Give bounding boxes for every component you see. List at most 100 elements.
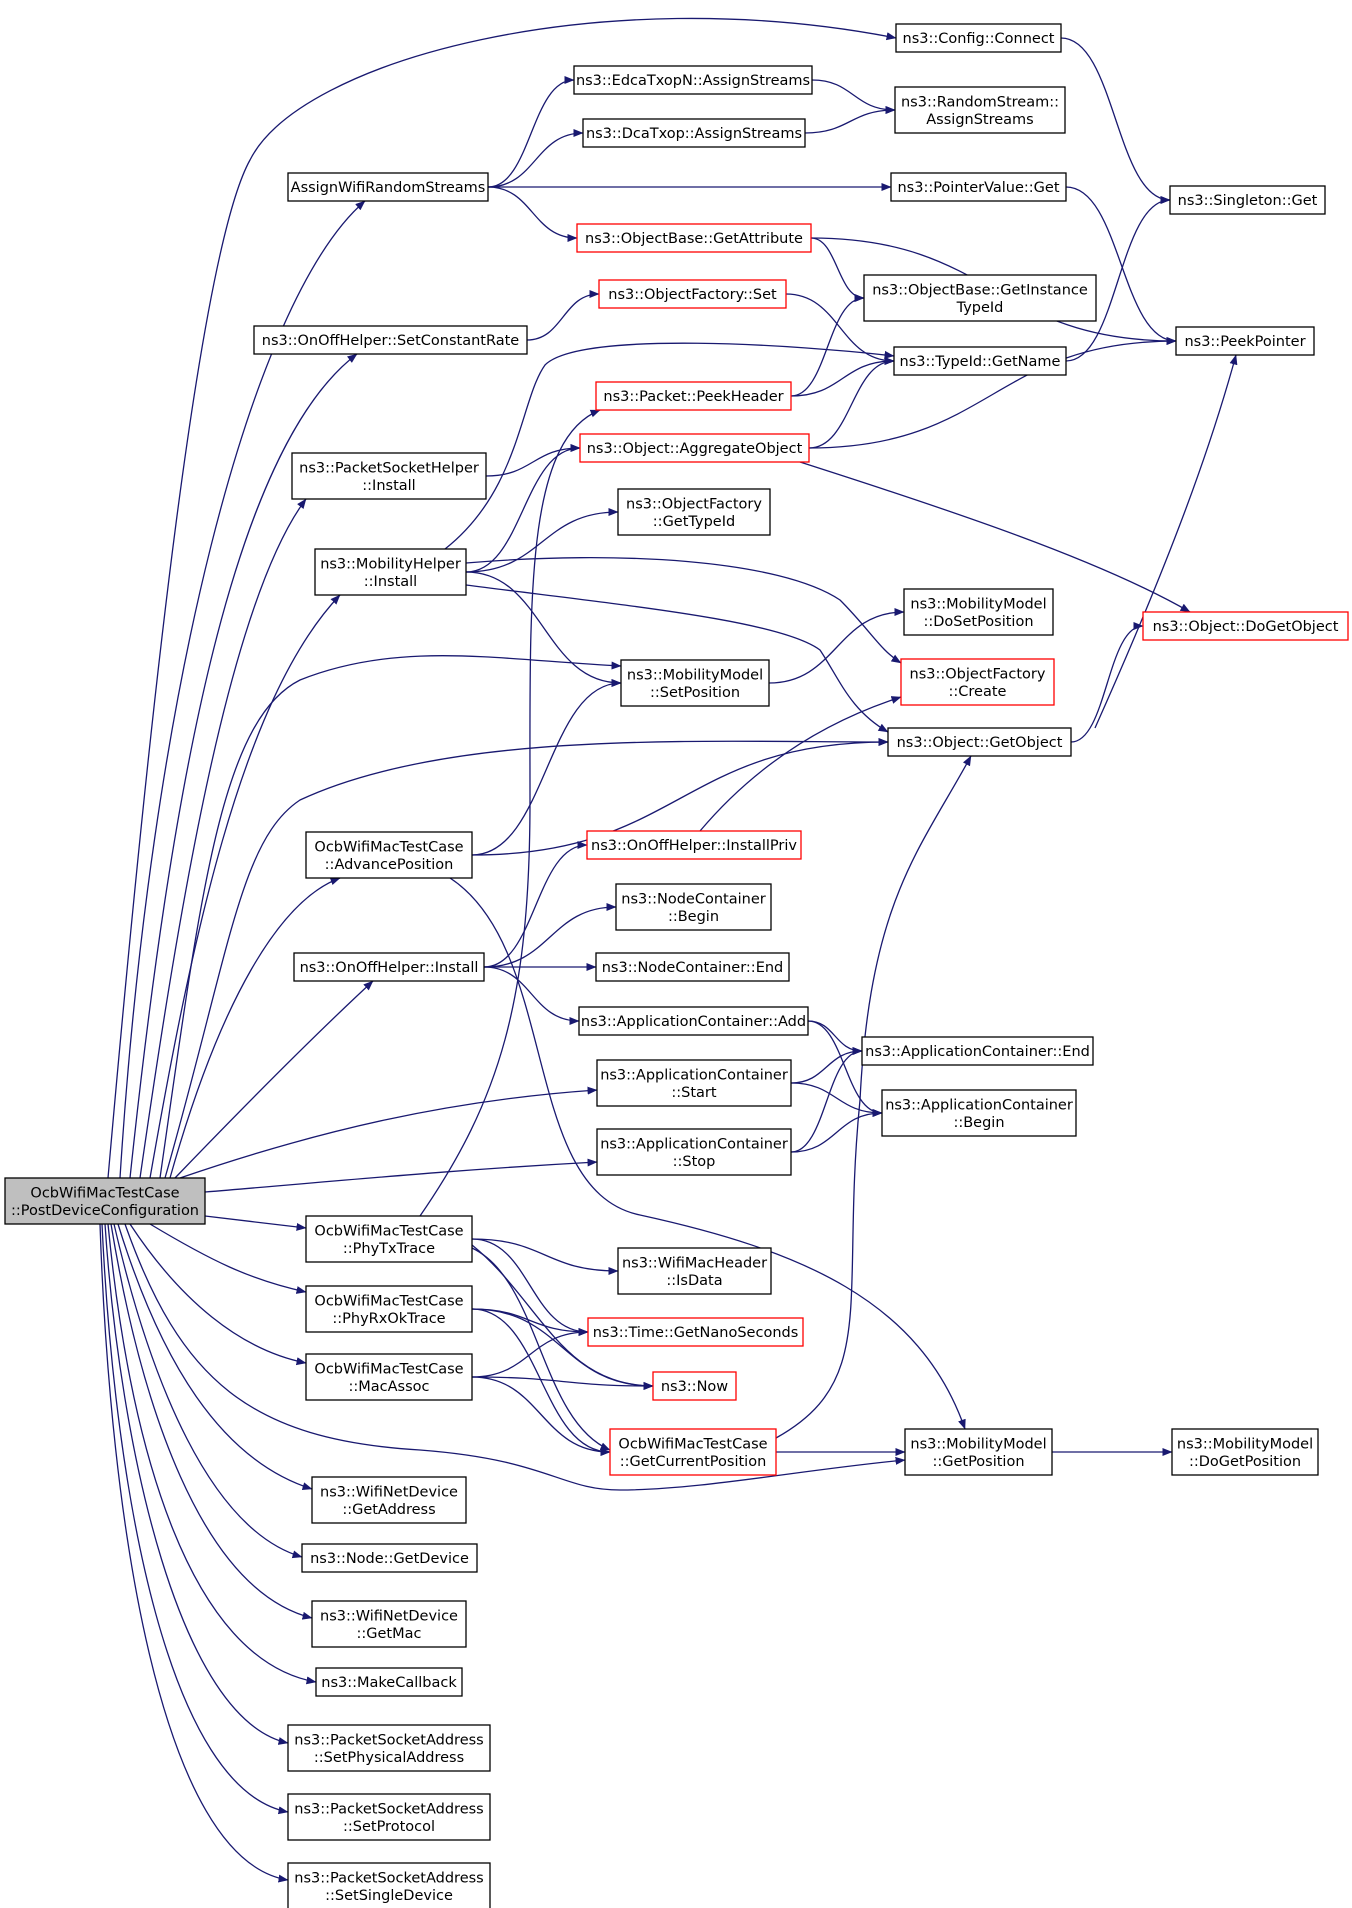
- node-label: ::GetPosition: [932, 1454, 1024, 1470]
- node-makecallback[interactable]: ns3::MakeCallback: [315, 1667, 463, 1697]
- edge-objectbase_getattribute-to-objectbase_getinstancetypeid: [810, 237, 865, 302]
- node-phytxtrace[interactable]: OcbWifiMacTestCase::PhyTxTrace: [305, 1215, 473, 1263]
- node-label: ::GetMac: [357, 1626, 422, 1642]
- node-box: [617, 488, 771, 536]
- node-label: ns3::PacketSocketAddress: [294, 1870, 483, 1886]
- node-mobilitymodel_dogetposition[interactable]: ns3::MobilityModel::DoGetPosition: [1171, 1428, 1319, 1476]
- node-box: [652, 1371, 737, 1401]
- node-objectbase_getattribute[interactable]: ns3::ObjectBase::GetAttribute: [576, 223, 812, 253]
- node-label: ::PostDeviceConfiguration: [11, 1203, 199, 1219]
- node-object_getobject[interactable]: ns3::Object::GetObject: [887, 727, 1072, 757]
- node-appcontainer_stop[interactable]: ns3::ApplicationContainer::Stop: [596, 1128, 792, 1176]
- node-label: AssignWifiRandomStreams: [291, 180, 486, 196]
- node-phyrxoktrace[interactable]: OcbWifiMacTestCase::PhyRxOkTrace: [305, 1285, 473, 1333]
- node-wifinetdevice_getaddress[interactable]: ns3::WifiNetDevice::GetAddress: [311, 1476, 467, 1524]
- edge-object_aggregate-to-typeid_getname: [808, 357, 895, 449]
- node-onoff_installpriv[interactable]: ns3::OnOffHelper::InstallPriv: [586, 830, 802, 860]
- node-nodecontainer_begin[interactable]: ns3::NodeContainer::Begin: [615, 883, 772, 931]
- node-box: [253, 325, 528, 355]
- node-psa_setprotocol[interactable]: ns3::PacketSocketAddress::SetProtocol: [287, 1793, 491, 1841]
- node-wifinetdevice_getmac[interactable]: ns3::WifiNetDevice::GetMac: [311, 1600, 467, 1648]
- node-label: ns3::RandomStream::: [901, 94, 1059, 110]
- edge-root-to-packetsockethelper_install: [139, 498, 307, 1179]
- edge-object_getobject-to-peekpointer: [1094, 354, 1238, 729]
- node-objectfactory_gettypeid[interactable]: ns3::ObjectFactory::GetTypeId: [617, 488, 771, 536]
- node-time_getnanoseconds[interactable]: ns3::Time::GetNanoSeconds: [587, 1317, 804, 1347]
- node-label: ns3::PeekPointer: [1184, 334, 1305, 350]
- node-box: [596, 1128, 792, 1176]
- node-label: ::AdvancePosition: [325, 857, 454, 873]
- node-box: [578, 1006, 809, 1036]
- node-label: ns3::WifiMacHeader: [622, 1255, 767, 1271]
- node-typeid_getname[interactable]: ns3::TypeId::GetName: [893, 346, 1067, 376]
- node-label: OcbWifiMacTestCase: [30, 1185, 179, 1201]
- node-label: OcbWifiMacTestCase: [618, 1436, 767, 1452]
- node-box: [609, 1428, 777, 1476]
- edge-pointervalue_get-to-peekpointer: [1065, 186, 1177, 345]
- node-object_dogetobject[interactable]: ns3::Object::DoGetObject: [1142, 611, 1349, 641]
- node-box: [305, 1353, 473, 1401]
- node-box: [576, 223, 812, 253]
- node-box: [861, 1036, 1094, 1066]
- edge-root-to-wifinetdevice_getmac: [110, 1223, 313, 1620]
- node-onoff_install[interactable]: ns3::OnOffHelper::Install: [293, 952, 485, 982]
- node-wifimacheader_isdata[interactable]: ns3::WifiMacHeader::IsData: [617, 1247, 772, 1295]
- node-pointervalue_get[interactable]: ns3::PointerValue::Get: [890, 172, 1067, 202]
- node-config_connect[interactable]: ns3::Config::Connect: [895, 23, 1062, 53]
- node-appcontainer_begin[interactable]: ns3::ApplicationContainer::Begin: [881, 1089, 1077, 1137]
- node-objectfactory_create[interactable]: ns3::ObjectFactory::Create: [900, 658, 1055, 706]
- node-box: [890, 172, 1067, 202]
- node-label: ns3::PacketSocketAddress: [294, 1801, 483, 1817]
- node-getcurrentposition[interactable]: OcbWifiMacTestCase::GetCurrentPosition: [609, 1428, 777, 1476]
- node-label: ::PhyRxOkTrace: [332, 1311, 445, 1327]
- node-mobilitymodel_dosetposition[interactable]: ns3::MobilityModel::DoSetPosition: [903, 588, 1054, 636]
- node-box: [887, 727, 1072, 757]
- node-label: ns3::MobilityModel: [910, 1436, 1046, 1452]
- node-label: ns3::ObjectBase::GetInstance: [872, 282, 1088, 298]
- edge-assign_wifi-to-dca_assign: [487, 129, 584, 188]
- node-psa_setsingledevice[interactable]: ns3::PacketSocketAddress::SetSingleDevic…: [287, 1862, 491, 1908]
- node-packet_peekheader[interactable]: ns3::Packet::PeekHeader: [595, 381, 792, 411]
- node-mobilitymodel_setposition[interactable]: ns3::MobilityModel::SetPosition: [620, 659, 770, 707]
- edge-root-to-config_connect: [107, 17, 897, 1179]
- node-randomstream_assign[interactable]: ns3::RandomStream::AssignStreams: [894, 86, 1066, 134]
- node-assign_wifi[interactable]: AssignWifiRandomStreams: [287, 172, 489, 202]
- node-packetsockethelper_install[interactable]: ns3::PacketSocketHelper::Install: [291, 452, 487, 500]
- node-mobilityhelper_install[interactable]: ns3::MobilityHelper::Install: [314, 548, 467, 596]
- edge-object_getobject-to-object_dogetobject: [1070, 622, 1144, 743]
- node-edca_assign[interactable]: ns3::EdcaTxopN::AssignStreams: [573, 65, 813, 95]
- edge-root-to-psa_setprotocol: [101, 1223, 289, 1815]
- node-label: ns3::Node::GetDevice: [310, 1551, 469, 1567]
- node-box: [895, 23, 1062, 53]
- node-label: ::SetPhysicalAddress: [314, 1750, 464, 1766]
- node-label: ::Start: [671, 1085, 717, 1101]
- node-object_aggregate[interactable]: ns3::Object::AggregateObject: [579, 433, 810, 463]
- edge-phytxtrace-to-time_getnanoseconds: [471, 1238, 589, 1336]
- node-psa_setphysicaladdress[interactable]: ns3::PacketSocketAddress::SetPhysicalAdd…: [287, 1724, 491, 1772]
- node-singleton_get[interactable]: ns3::Singleton::Get: [1169, 185, 1326, 215]
- node-dca_assign[interactable]: ns3::DcaTxop::AssignStreams: [582, 118, 806, 148]
- node-onoff_setconstantrate[interactable]: ns3::OnOffHelper::SetConstantRate: [253, 325, 528, 355]
- node-now[interactable]: ns3::Now: [652, 1371, 737, 1401]
- node-label: ::Create: [949, 684, 1007, 700]
- node-label: ns3::PacketSocketAddress: [294, 1732, 483, 1748]
- node-peekpointer[interactable]: ns3::PeekPointer: [1175, 326, 1315, 356]
- node-appcontainer_start[interactable]: ns3::ApplicationContainer::Start: [596, 1059, 792, 1107]
- node-appcontainer_add[interactable]: ns3::ApplicationContainer::Add: [578, 1006, 809, 1036]
- node-box: [620, 659, 770, 707]
- node-label: ns3::WifiNetDevice: [320, 1608, 458, 1624]
- node-mobilitymodel_getposition[interactable]: ns3::MobilityModel::GetPosition: [904, 1428, 1053, 1476]
- node-advanceposition[interactable]: OcbWifiMacTestCase::AdvancePosition: [305, 831, 473, 879]
- edge-macassoc-to-time_getnanoseconds: [471, 1328, 589, 1378]
- node-appcontainer_end[interactable]: ns3::ApplicationContainer::End: [861, 1036, 1094, 1066]
- node-objectfactory_set[interactable]: ns3::ObjectFactory::Set: [598, 279, 787, 309]
- node-label: ns3::MobilityModel: [1177, 1436, 1313, 1452]
- node-nodecontainer_end[interactable]: ns3::NodeContainer::End: [595, 952, 790, 982]
- node-node_getdevice[interactable]: ns3::Node::GetDevice: [301, 1543, 478, 1573]
- node-macassoc[interactable]: OcbWifiMacTestCase::MacAssoc: [305, 1353, 473, 1401]
- node-label: ns3::Singleton::Get: [1178, 193, 1318, 209]
- node-box: [315, 1667, 463, 1697]
- node-label: ::SetProtocol: [343, 1819, 435, 1835]
